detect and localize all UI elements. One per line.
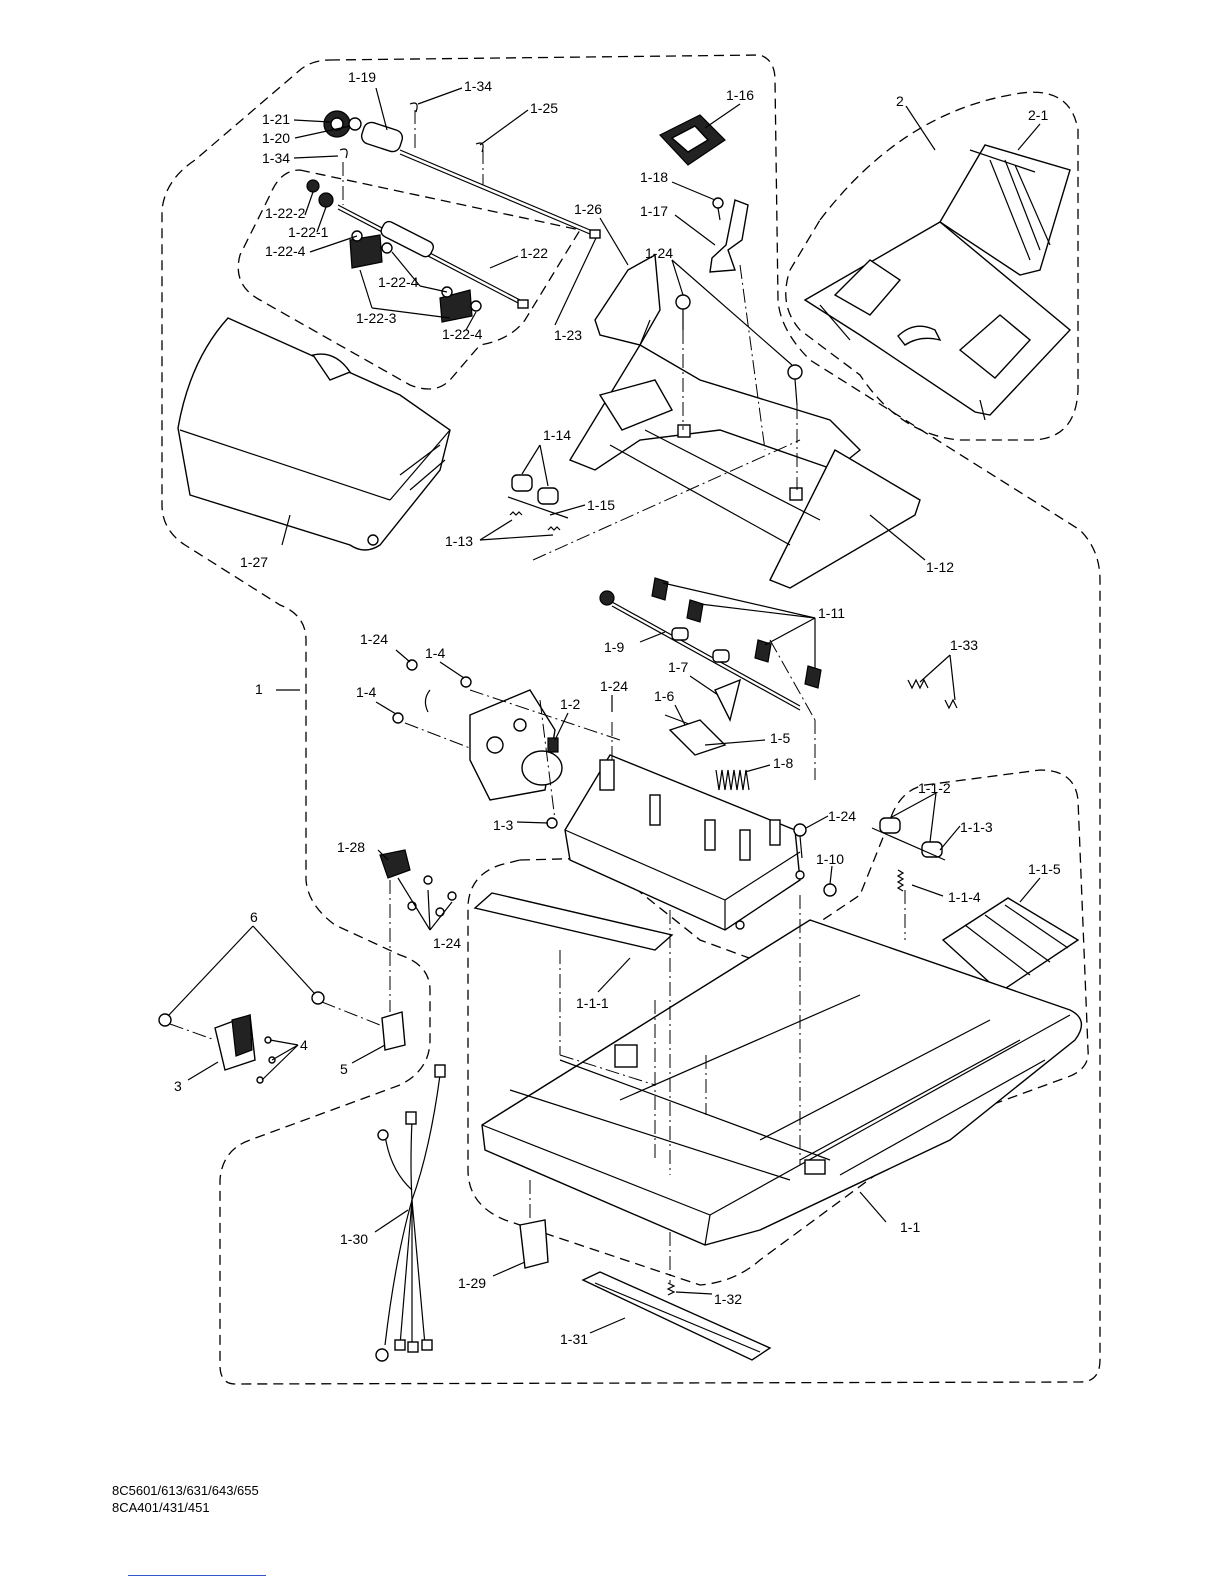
label-1-10: 1-10 — [816, 851, 844, 867]
label-1-11: 1-11 — [818, 605, 845, 621]
label-1-22-4: 1-22-4 — [265, 243, 306, 259]
label-1-28: 1-28 — [337, 839, 365, 855]
label-2: 2 — [896, 93, 904, 109]
label-1-8: 1-8 — [773, 755, 793, 771]
label-1-2: 1-2 — [560, 696, 580, 712]
label-1-24: 1-24 — [360, 631, 388, 647]
upper-rollers — [306, 102, 601, 323]
label-1-33: 1-33 — [950, 637, 978, 653]
sensor-parts-upper — [594, 114, 749, 346]
label-1-31: 1-31 — [560, 1331, 588, 1347]
label-1-14: 1-14 — [543, 427, 571, 443]
label-1-22-2: 1-22-2 — [265, 205, 306, 221]
label-1-19: 1-19 — [348, 69, 376, 85]
label-1-23: 1-23 — [554, 327, 582, 343]
base-subgroup-boundary — [467, 769, 1089, 1286]
label-1-1-4: 1-1-4 — [948, 889, 981, 905]
top-cover-1-27 — [177, 317, 451, 551]
label-1-22-4: 1-22-4 — [442, 326, 483, 342]
motor-assembly — [392, 659, 563, 829]
label-5: 5 — [340, 1061, 348, 1077]
label-1-12: 1-12 — [926, 559, 954, 575]
label-1-17: 1-17 — [640, 203, 668, 219]
label-1-32: 1-32 — [714, 1291, 742, 1307]
chassis — [564, 754, 837, 931]
label-2-1: 2-1 — [1028, 107, 1048, 123]
label-1-21: 1-21 — [262, 111, 290, 127]
label-1-15: 1-15 — [587, 497, 615, 513]
assembly-lines — [169, 110, 906, 1283]
label-1-1-2: 1-1-2 — [918, 780, 951, 796]
assembly-2-boundary — [785, 91, 1079, 441]
label-1-22-4: 1-22-4 — [378, 274, 419, 290]
label-1-4: 1-4 — [425, 645, 445, 661]
document-tray — [803, 144, 1072, 421]
label-1-24: 1-24 — [600, 678, 628, 694]
label-1-3: 1-3 — [493, 817, 513, 833]
roller-subgroup-boundary — [237, 169, 582, 390]
label-1-18: 1-18 — [640, 169, 668, 185]
exit-rollers — [871, 817, 1080, 993]
label-1-22: 1-22 — [520, 245, 548, 261]
model-number-line-2: 8CA401/431/451 — [112, 1500, 210, 1515]
footer-rule — [128, 1575, 266, 1576]
label-1-29: 1-29 — [458, 1275, 486, 1291]
label-1-13: 1-13 — [445, 533, 473, 549]
label-1-34: 1-34 — [262, 150, 290, 166]
label-1-25: 1-25 — [530, 100, 558, 116]
label-1-16: 1-16 — [726, 87, 754, 103]
model-number-line-1: 8C5601/613/631/643/655 — [112, 1483, 259, 1498]
label-1-24: 1-24 — [645, 245, 673, 261]
label-1-26: 1-26 — [574, 201, 602, 217]
leader-lines — [167, 87, 1041, 1334]
label-1-1: 1-1 — [900, 1219, 920, 1235]
label-1-22-3: 1-22-3 — [356, 310, 397, 326]
label-1-20: 1-20 — [262, 130, 290, 146]
base-1-1 — [473, 892, 1083, 1246]
wire-harness-1-30 — [375, 1064, 446, 1362]
label-1-1-5: 1-1-5 — [1028, 861, 1061, 877]
label-1-7: 1-7 — [668, 659, 688, 675]
label-1-24: 1-24 — [433, 935, 461, 951]
label-6: 6 — [250, 909, 258, 925]
assembly-1-boundary — [161, 54, 1101, 1385]
label-1-22-1: 1-22-1 — [288, 224, 329, 240]
label-1-27: 1-27 — [240, 554, 268, 570]
frame-1-12 — [568, 294, 921, 589]
label-1-1-3: 1-1-3 — [960, 819, 993, 835]
lower-left-parts — [158, 849, 457, 1084]
label-3: 3 — [174, 1078, 182, 1094]
label-1-5: 1-5 — [770, 730, 790, 746]
label-1-6: 1-6 — [654, 688, 674, 704]
label-1-1-1: 1-1-1 — [576, 995, 609, 1011]
label-4: 4 — [300, 1037, 308, 1053]
label-1-34: 1-34 — [464, 78, 492, 94]
callout-labels: 1-19 1-34 1-21 1-20 1-34 1-25 1-16 2 2-1… — [174, 69, 1061, 1347]
label-1-24: 1-24 — [828, 808, 856, 824]
label-1-4: 1-4 — [356, 684, 376, 700]
middle-parts — [599, 577, 958, 791]
label-1-9: 1-9 — [604, 639, 624, 655]
bottom-parts — [519, 1219, 772, 1361]
label-1-30: 1-30 — [340, 1231, 368, 1247]
label-1: 1 — [255, 681, 263, 697]
pinch-rollers-1-14 — [507, 474, 569, 531]
